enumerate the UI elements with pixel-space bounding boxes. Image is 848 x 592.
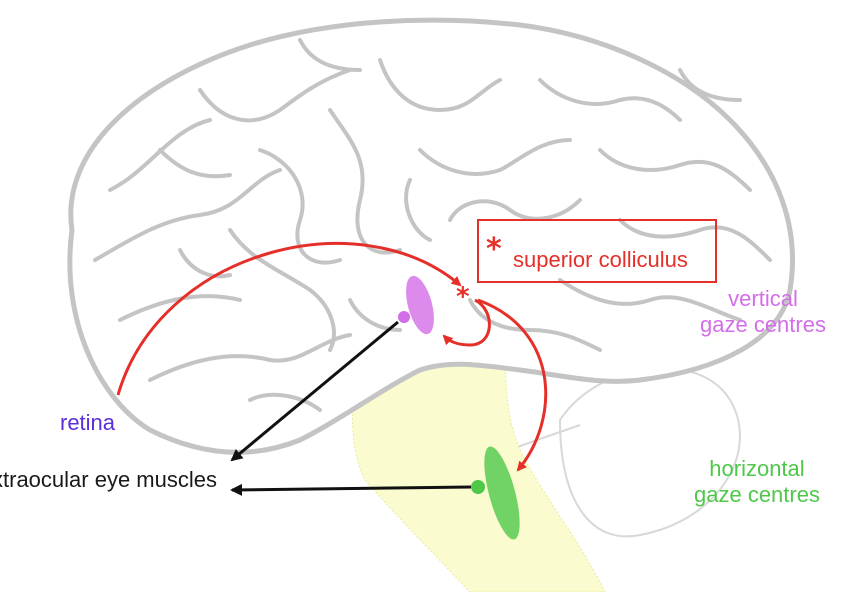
vertical-gaze-centres-label: vertical gaze centres — [700, 286, 826, 339]
horizontal-to-muscles-arrow — [230, 483, 472, 496]
vertical-gaze-centre-dot — [398, 311, 410, 323]
horizontal-gaze-label-line1: horizontal — [709, 456, 805, 481]
superior-colliculus-label: superior colliculus — [513, 247, 688, 272]
retina-to-colliculus-arc — [116, 242, 462, 396]
horizontal-gaze-centres-label: horizontal gaze centres — [694, 456, 820, 509]
extraocular-muscles-label: xtraocular eye muscles — [0, 467, 217, 492]
cerebrum-outline — [67, 17, 795, 455]
retina-label: retina — [60, 410, 116, 435]
colliculus-location-star-icon: * — [456, 282, 470, 312]
cerebral-folds — [93, 38, 772, 412]
vertical-gaze-label-line1: vertical — [728, 286, 798, 311]
superior-colliculus-star-icon: * — [486, 232, 502, 267]
horizontal-gaze-centre-ellipse — [484, 446, 520, 540]
colliculus-to-vertical-loop — [442, 298, 491, 347]
horizontal-gaze-centre-dot — [471, 480, 485, 494]
vertical-to-muscles-arrow — [230, 320, 399, 462]
colliculus-to-horizontal-arc — [477, 298, 548, 472]
vertical-gaze-label-line2: gaze centres — [700, 312, 826, 338]
superior-colliculus-box — [477, 219, 717, 283]
vertical-gaze-centre-ellipse — [406, 275, 434, 335]
cerebellum-shape — [558, 366, 741, 538]
horizontal-gaze-label-line2: gaze centres — [694, 482, 820, 508]
